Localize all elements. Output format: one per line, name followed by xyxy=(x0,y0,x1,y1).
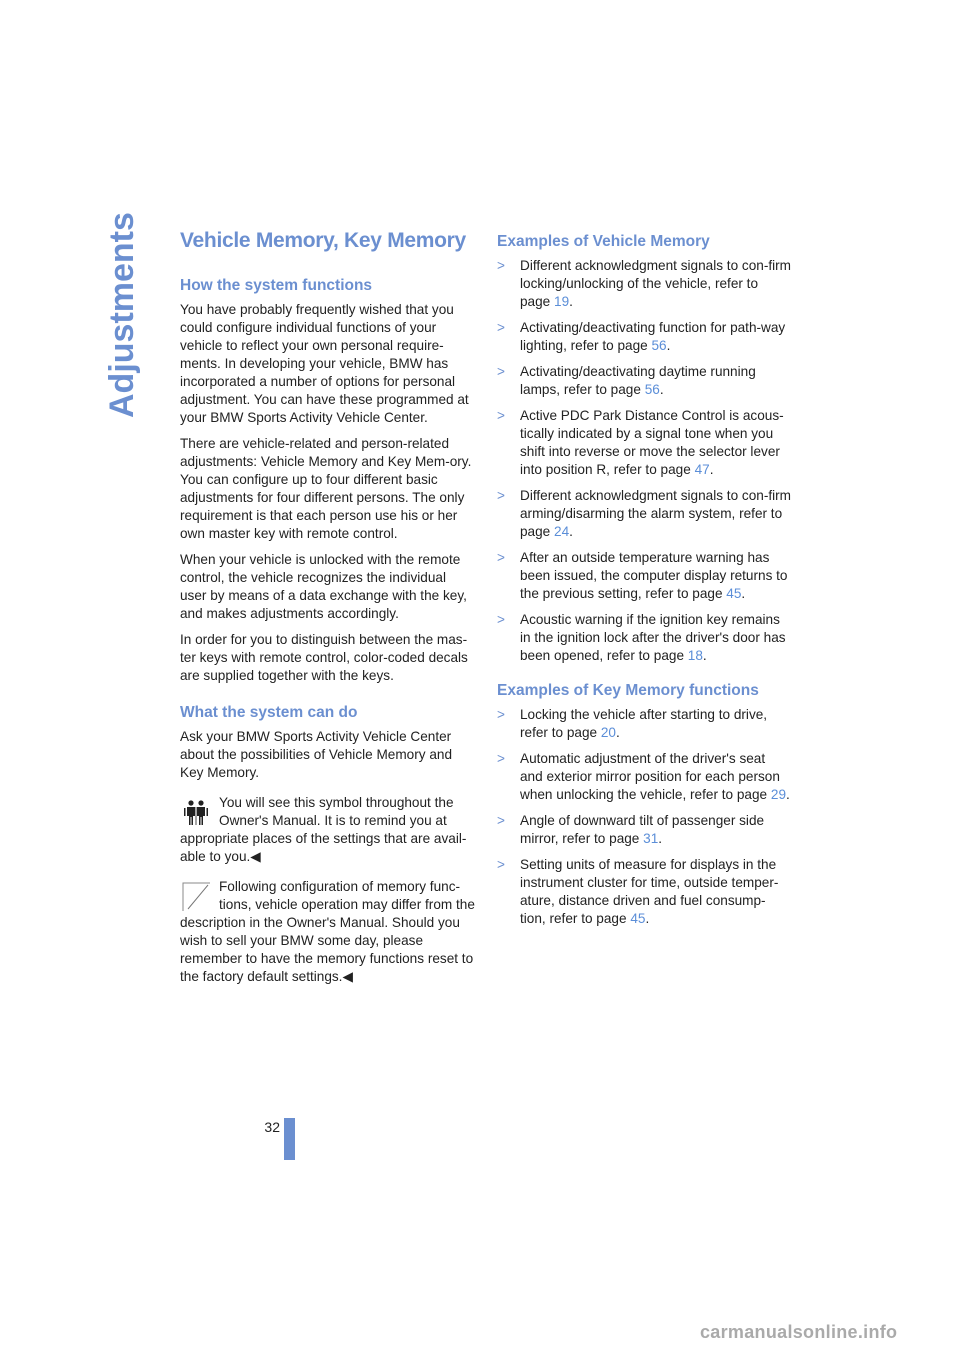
page-reference-link[interactable]: 56 xyxy=(644,382,660,397)
page-reference-link[interactable]: 24 xyxy=(554,524,570,539)
period: . xyxy=(659,382,664,397)
page-reference-link[interactable]: 29 xyxy=(770,787,787,802)
heading-what-system-can-do: What the system can do xyxy=(180,704,358,721)
heading-how-system-functions: How the system functions xyxy=(180,277,373,294)
list-item-text: Different acknowledgment signals to con-… xyxy=(520,488,791,539)
page-marker-bar xyxy=(284,1118,295,1160)
bullet-marker: > xyxy=(497,364,505,379)
list-item-text: Different acknowledgment signals to con-… xyxy=(520,258,791,309)
paragraph: There are vehicle-related and person-rel… xyxy=(180,436,472,541)
list-item-text: Activating/deactivating daytime running … xyxy=(520,364,756,397)
note-text: You will see this symbol throughout the … xyxy=(180,795,467,864)
period: . xyxy=(645,911,650,926)
heading-examples-vehicle-memory: Examples of Vehicle Memory xyxy=(497,233,710,250)
list-item: > Automatic adjustment of the driver's se… xyxy=(497,750,791,804)
list-item: > Different acknowledgment signals to con… xyxy=(497,487,791,541)
page-reference-link[interactable]: 18 xyxy=(687,648,703,663)
bullet-marker: > xyxy=(497,320,505,335)
key-memory-list: > Locking the vehicle after starting to d… xyxy=(497,706,791,928)
watermark: carmanualsonline.info xyxy=(700,1322,898,1342)
paragraph: You have probably frequently wished that… xyxy=(180,302,469,425)
list-item-text: After an outside temperature warning has… xyxy=(520,550,788,601)
section-side-tab-label: Adjustments xyxy=(103,212,141,418)
bullet-marker: > xyxy=(497,488,505,503)
right-column: Examples of Vehicle Memory > Different ac… xyxy=(497,226,791,938)
bullet-marker: > xyxy=(497,857,505,872)
bullet-marker: > xyxy=(497,707,505,722)
period: . xyxy=(741,586,746,601)
period: . xyxy=(569,524,573,539)
paragraph: When your vehicle is unlocked with the r… xyxy=(180,552,467,621)
list-item: > Setting units of measure for displays i… xyxy=(497,856,791,928)
list-item-text: Acoustic warning if the ignition key rem… xyxy=(520,612,786,663)
section-side-tab: Adjustments xyxy=(92,212,152,418)
bullet-marker: > xyxy=(497,751,505,766)
period: . xyxy=(709,462,714,477)
caution-note: Following configuration of memory func-t… xyxy=(180,878,476,986)
page-reference-link[interactable]: 20 xyxy=(600,725,616,740)
paragraph: Ask your BMW Sports Activity Vehicle Cen… xyxy=(180,729,453,780)
page-title: Vehicle Memory, Key Memory xyxy=(180,229,466,252)
note-corner-icon xyxy=(182,882,211,912)
period: . xyxy=(615,725,620,740)
list-item-text: Active PDC Park Distance Control is acou… xyxy=(520,408,784,477)
period: . xyxy=(786,787,790,802)
settings-note: You will see this symbol throughout the … xyxy=(180,794,476,866)
bullet-marker: > xyxy=(497,813,505,828)
period: . xyxy=(658,831,663,846)
period: . xyxy=(702,648,707,663)
list-item: > After an outside temperature warning ha… xyxy=(497,549,791,603)
bullet-marker: > xyxy=(497,258,505,273)
page-reference-link[interactable]: 47 xyxy=(694,462,710,477)
period: . xyxy=(666,338,671,353)
bullet-marker: > xyxy=(497,550,505,565)
list-item: > Angle of downward tilt of passenger sid… xyxy=(497,812,791,848)
list-item: > Locking the vehicle after starting to d… xyxy=(497,706,791,742)
page-reference-link[interactable]: 45 xyxy=(726,586,742,601)
page-reference-link[interactable]: 45 xyxy=(630,911,646,926)
list-item-text: Automatic adjustment of the driver's sea… xyxy=(520,751,780,802)
list-item: > Activating/deactivating function for pa… xyxy=(497,319,791,355)
list-item: > Activating/deactivating daytime running… xyxy=(497,363,791,399)
list-item: > Active PDC Park Distance Control is aco… xyxy=(497,407,791,479)
bullet-marker: > xyxy=(497,612,505,627)
list-item-text: Activating/deactivating function for pat… xyxy=(520,320,786,353)
heading-examples-key-memory: Examples of Key Memory functions xyxy=(497,682,759,699)
note-text: Following configuration of memory func-t… xyxy=(180,879,475,984)
bullet-marker: > xyxy=(497,408,505,423)
period: . xyxy=(569,294,573,309)
persons-settings-icon xyxy=(182,798,211,828)
left-column: Vehicle Memory, Key Memory How the syste… xyxy=(180,226,476,994)
list-item-text: Locking the vehicle after starting to dr… xyxy=(520,707,768,740)
list-item-text: Setting units of measure for displays in… xyxy=(520,857,779,926)
list-item: > Acoustic warning if the ignition key re… xyxy=(497,611,791,665)
vehicle-memory-list: > Different acknowledgment signals to con… xyxy=(497,257,791,665)
page-number: 32 xyxy=(264,1119,280,1135)
list-item: > Different acknowledgment signals to con… xyxy=(497,257,791,311)
page-reference-link[interactable]: 56 xyxy=(651,338,667,353)
page-reference-link[interactable]: 31 xyxy=(643,831,659,846)
page-reference-link[interactable]: 19 xyxy=(554,294,570,309)
list-item-text: Angle of downward tilt of passenger side… xyxy=(520,813,765,846)
paragraph: In order for you to distinguish between … xyxy=(180,632,468,683)
